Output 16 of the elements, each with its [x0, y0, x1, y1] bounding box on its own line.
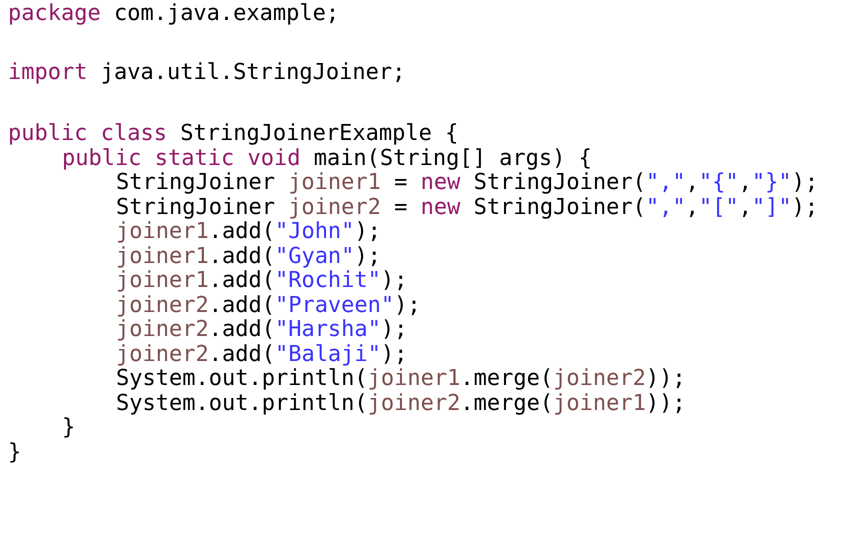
code-line: import java.util.StringJoiner; — [8, 60, 406, 85]
code-line: joiner1.add("Gyan"); — [116, 244, 381, 269]
code-line: joiner2.add("Praveen"); — [116, 294, 421, 318]
code-line: joiner1.add("Rochit"); — [116, 269, 408, 294]
code-line: } — [8, 440, 22, 465]
code-line: public class StringJoinerExample { — [8, 122, 458, 146]
code-line: joiner2.add("Balaji"); — [116, 342, 408, 367]
code-line: System.out.println(joiner1.merge(joiner2)); — [116, 367, 686, 392]
code-line: } — [62, 416, 76, 440]
code-line: StringJoiner joiner1 = new StringJoiner(",","{","}"); — [116, 171, 818, 196]
code-line: public static void main(String[] args) { — [62, 146, 592, 171]
code-line: joiner2.add("Harsha"); — [116, 318, 408, 342]
code-line: joiner1.add("John"); — [116, 220, 381, 244]
code-line: StringJoiner joiner2 = new StringJoiner(",","[","]"); — [116, 196, 818, 220]
code-line: System.out.println(joiner2.merge(joiner1)); — [116, 392, 686, 416]
code-line: package com.java.example; — [8, 2, 340, 26]
